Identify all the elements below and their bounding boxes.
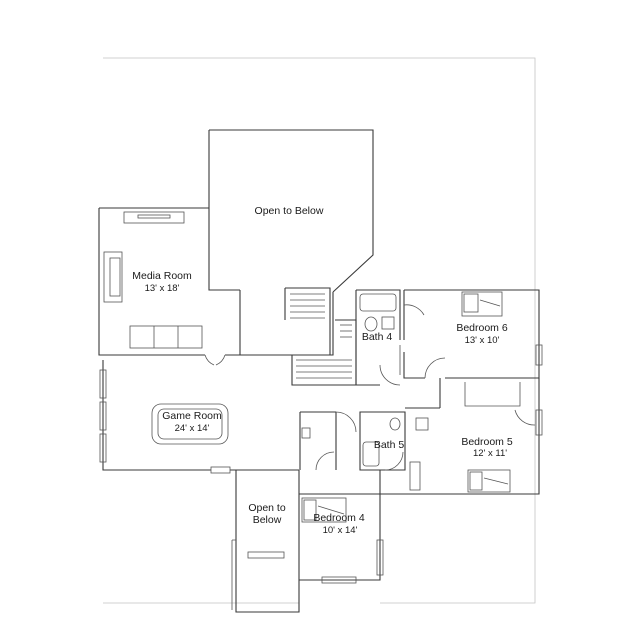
bedroom-5-label: Bedroom 5 xyxy=(461,436,513,448)
bathtub-4 xyxy=(359,293,397,312)
bathtub-5 xyxy=(362,441,380,467)
pool-table xyxy=(151,403,229,445)
game-room-size: 24' x 14' xyxy=(175,423,210,434)
open-to-below-bottom-label-1: Open to xyxy=(248,502,286,514)
lot-outline xyxy=(103,57,536,604)
game-room xyxy=(99,354,299,474)
bath-4 xyxy=(355,289,401,386)
bedroom-6-size: 13' x 10' xyxy=(465,335,500,346)
bedroom-5 xyxy=(379,378,543,495)
bed-4 xyxy=(301,497,347,523)
toilet-5 xyxy=(389,417,401,431)
media-room xyxy=(98,207,240,366)
bedroom-5-size: 12' x 11' xyxy=(473,448,507,459)
bedroom-6-label: Bedroom 6 xyxy=(456,322,508,334)
sofa-bottom xyxy=(129,325,203,349)
bedroom-6 xyxy=(403,289,543,379)
toilet-4 xyxy=(364,316,378,332)
game-room-label: Game Room xyxy=(162,410,222,422)
media-room-label: Media Room xyxy=(132,270,192,282)
bedroom-4-size: 10' x 14' xyxy=(323,525,358,536)
bath-5-label: Bath 5 xyxy=(374,439,405,451)
open-to-below-top-label: Open to Below xyxy=(255,205,324,217)
bed-5 xyxy=(467,469,511,493)
open-to-below-top-walls xyxy=(208,129,374,356)
staircase xyxy=(284,287,357,386)
sofa-left xyxy=(103,251,123,303)
bath-4-label: Bath 4 xyxy=(362,331,393,343)
media-room-size: 13' x 18' xyxy=(145,283,180,294)
bedroom-4 xyxy=(299,493,384,584)
bath-5 xyxy=(299,411,429,471)
bedroom-4-label: Bedroom 4 xyxy=(313,512,365,524)
open-to-below-bottom xyxy=(231,470,300,613)
open-to-below-bottom-label-2: Below xyxy=(253,514,282,526)
tv-cabinet xyxy=(123,211,185,224)
